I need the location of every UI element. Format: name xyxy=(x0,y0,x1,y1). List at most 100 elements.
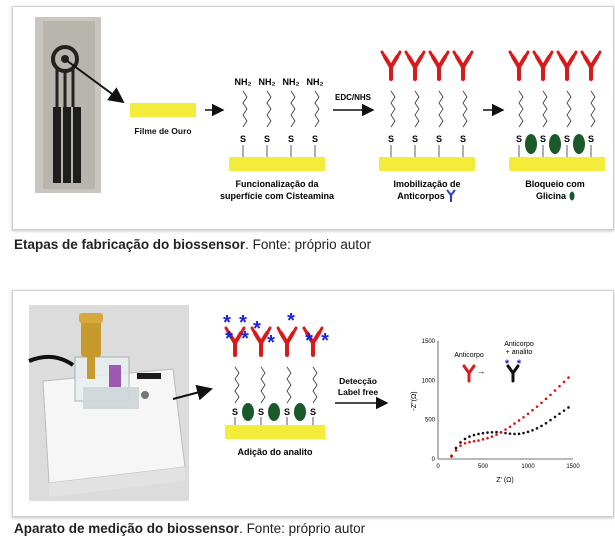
measurement-figure: S S S S * * * * * xyxy=(12,290,614,517)
detection-label-line1: Detecção xyxy=(339,376,377,386)
nh2-label: NH₂ xyxy=(307,77,324,87)
data-point-series-1 xyxy=(468,440,471,444)
s-label: S xyxy=(310,407,316,417)
s-label: S xyxy=(436,134,442,144)
data-point-series-0 xyxy=(531,428,534,432)
data-point-series-0 xyxy=(454,446,458,450)
immobilization-label-line1: Imobilização de xyxy=(393,179,460,189)
blocking-stage: S S S S Bloqueio com Glicina xyxy=(508,50,605,201)
s-label: S xyxy=(540,134,546,144)
analyte-star-icon: * xyxy=(225,328,233,350)
analyte-star-icon: * xyxy=(239,312,247,334)
figure2-caption-bold: Aparato de medição do biossensor xyxy=(14,521,240,536)
data-point-series-0 xyxy=(486,431,489,434)
legend-antibody-analyte-icon: * * xyxy=(505,358,522,383)
data-point-series-1 xyxy=(490,435,494,438)
glycine-blob xyxy=(525,134,537,154)
data-point-series-1 xyxy=(508,425,512,429)
y-tick-label: 0 xyxy=(432,457,436,463)
glycine-icon xyxy=(569,191,575,201)
data-point-series-1 xyxy=(495,433,498,436)
legend-antibody-icon xyxy=(462,364,476,383)
data-point-series-1 xyxy=(540,401,543,405)
data-point-series-0 xyxy=(459,441,462,444)
data-point-series-1 xyxy=(459,444,462,447)
data-point-series-0 xyxy=(508,432,512,435)
s-label: S xyxy=(312,134,318,144)
data-point-series-0 xyxy=(513,432,516,436)
figure2-caption-rest: . Fonte: próprio autor xyxy=(239,521,366,536)
data-point-series-1 xyxy=(472,440,476,443)
detection-label-line2: Label free xyxy=(338,387,378,397)
legend-arrow-icon: → xyxy=(477,366,486,376)
analyte-star-icon: * xyxy=(267,332,275,354)
s-label: S xyxy=(588,134,594,144)
electrode-photo xyxy=(35,17,101,193)
glycine-blob xyxy=(573,134,585,154)
data-point-series-1 xyxy=(562,380,566,384)
data-point-series-0 xyxy=(472,433,476,437)
blue-antibody-icon xyxy=(446,189,456,202)
svg-text:*: * xyxy=(517,358,522,370)
data-point-series-1 xyxy=(544,397,548,401)
data-point-series-1 xyxy=(481,438,485,441)
cysteamine-stage: NH₂ S NH₂ S NH₂ S NH₂ S xyxy=(220,77,335,201)
data-point-series-0 xyxy=(558,412,561,416)
y-axis-label: -Z''(Ω) xyxy=(411,391,418,410)
legend-antibody-analyte-label-line1: Anticorpo xyxy=(504,341,534,348)
data-point-series-0 xyxy=(495,430,498,434)
data-point-series-0 xyxy=(549,418,552,422)
edc-nhs-label: EDC/NHS xyxy=(335,93,372,102)
gold-film-label: Filme de Ouro xyxy=(134,126,191,136)
functionalization-label-line1: Funcionalização da xyxy=(235,179,319,189)
y-tick-label: 500 xyxy=(425,418,436,424)
s-label: S xyxy=(412,134,418,144)
figure1-caption-bold: Etapas de fabricação do biossensor xyxy=(14,237,246,252)
analyte-stage: S S S S * * * * * xyxy=(223,310,329,457)
data-point-series-0 xyxy=(544,421,548,425)
glycine-blob xyxy=(242,403,254,421)
analyte-star-icon: * xyxy=(287,310,295,332)
glycine-blob xyxy=(549,134,561,154)
s-label: S xyxy=(516,134,522,144)
analyte-star-icon: * xyxy=(321,330,329,352)
data-point-series-0 xyxy=(517,432,521,436)
data-point-series-0 xyxy=(490,430,494,434)
data-point-series-1 xyxy=(454,449,458,452)
glycine-blob xyxy=(268,403,280,421)
data-point-series-0 xyxy=(562,409,566,412)
s-label: S xyxy=(460,134,466,144)
data-point-series-0 xyxy=(540,424,543,428)
figure1-caption: Etapas de fabricação do biossensor. Font… xyxy=(14,237,371,252)
nh2-label: NH₂ xyxy=(259,77,276,87)
data-point-series-1 xyxy=(549,393,552,397)
s-label: S xyxy=(564,134,570,144)
fabrication-figure: Filme de Ouro NH₂ S NH₂ S NH₂ S xyxy=(12,6,614,230)
nh2-label: NH₂ xyxy=(283,77,300,87)
s-label: S xyxy=(232,407,238,417)
s-label: S xyxy=(240,134,246,144)
data-point-series-1 xyxy=(513,422,516,425)
blocking-label-line1: Bloqueio com xyxy=(525,179,585,189)
analyte-stars: * * * * * * * * * xyxy=(223,310,329,354)
nh2-label: NH₂ xyxy=(235,77,252,87)
data-point-series-1 xyxy=(567,376,570,379)
data-point-series-1 xyxy=(535,405,539,408)
zoom-arrow-2 xyxy=(172,384,213,401)
analyte-star-icon: * xyxy=(241,328,249,350)
data-point-series-0 xyxy=(522,431,525,435)
data-point-series-1 xyxy=(463,441,467,445)
s-label: S xyxy=(258,407,264,417)
legend-antibody-label: Anticorpo xyxy=(454,352,484,359)
data-point-series-1 xyxy=(517,419,521,422)
data-point-series-0 xyxy=(463,437,467,441)
measurement-diagram: S S S S * * * * * xyxy=(28,305,580,501)
analyte-addition-label: Adição do analito xyxy=(237,447,313,457)
fabrication-diagram: Filme de Ouro NH₂ S NH₂ S NH₂ S xyxy=(35,17,605,202)
gold-surface-1 xyxy=(229,157,325,171)
y-tick-label: 1000 xyxy=(422,378,436,384)
functionalization-label-line2: superfície com Cisteamina xyxy=(220,191,335,201)
data-point-series-0 xyxy=(553,415,557,419)
svg-text:*: * xyxy=(505,358,510,370)
